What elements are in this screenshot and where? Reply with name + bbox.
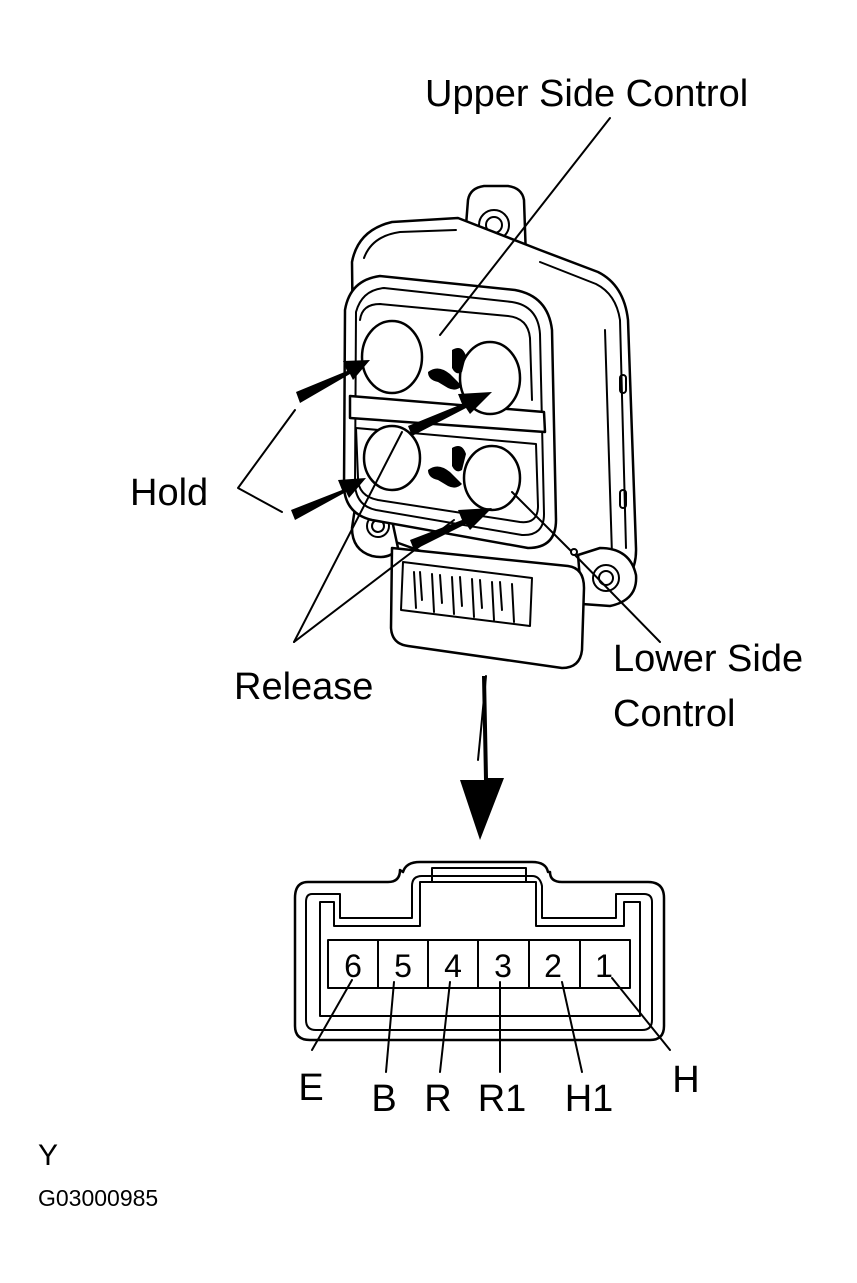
pin-number-2: 2	[544, 948, 562, 984]
pin-number-3: 3	[494, 948, 512, 984]
pin-number-4: 4	[444, 948, 462, 984]
lower-side-control-label-line1: Lower Side	[613, 638, 803, 680]
leader-lines	[237, 117, 661, 643]
connector-face	[293, 860, 671, 1073]
release-label: Release	[234, 666, 373, 708]
terminal-label-R1: R1	[478, 1078, 527, 1120]
hold-arrows	[291, 360, 370, 520]
terminal-label-E: E	[298, 1067, 323, 1109]
terminal-label-R: R	[424, 1078, 451, 1120]
pin-number-6: 6	[344, 948, 362, 984]
hold-arrow-upper	[296, 360, 370, 403]
view-arrow	[460, 675, 504, 840]
pin-number-1: 1	[595, 948, 613, 984]
pin-numbers: 6 5 4 3 2 1	[344, 948, 613, 984]
pin-number-5: 5	[394, 948, 412, 984]
release-arrows	[408, 392, 492, 550]
terminal-names: E B R R1 H1 H	[298, 1059, 699, 1120]
hold-label: Hold	[130, 472, 208, 514]
release-arrow-lower	[410, 508, 492, 550]
upper-side-control-label: Upper Side Control	[425, 73, 748, 115]
terminal-label-H: H	[672, 1059, 699, 1101]
terminal-label-H1: H1	[565, 1078, 614, 1120]
switch-assembly	[342, 184, 638, 670]
view-code-label: Y	[38, 1139, 58, 1172]
lower-side-control-label-line2: Control	[613, 693, 736, 735]
figure-code-label: G03000985	[38, 1185, 158, 1211]
hold-arrow-lower	[291, 478, 366, 520]
release-arrow-upper	[408, 392, 492, 436]
terminal-label-B: B	[371, 1078, 396, 1120]
